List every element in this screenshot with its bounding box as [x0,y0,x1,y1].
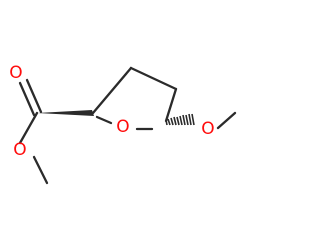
hash-line-8 [185,114,189,126]
oxygen-methoxy-label: O [201,119,214,139]
hash-line-3 [170,117,174,126]
hash-line-2 [167,118,171,126]
hash-line-6 [179,115,183,126]
methoxy-o-to-methyl [216,111,237,130]
methyl-ester-bond [32,155,49,185]
ring-bond-c2-o [95,115,113,125]
molecule-diagram: O O O O [0,0,250,250]
ester-group [18,78,94,185]
oxygen-ring-label: O [116,117,129,137]
carbonyl-double-bond-b [18,81,36,117]
hash-line-1 [165,119,168,126]
hash-line-4 [173,116,177,126]
hash-line-10 [191,113,195,126]
ester-single-bond [18,111,39,145]
hash-line-5 [176,116,180,126]
methoxy-group [216,111,237,130]
ring-bond-c2-c3 [91,66,133,115]
hash-line-9 [188,113,192,126]
hash-line-7 [182,114,186,126]
background [0,0,250,250]
ring-bond-c4-c5 [164,87,178,123]
oxygen-carbonyl-label: O [9,63,22,83]
wedge-bond [37,110,94,116]
tetrahydrofuran-ring [91,66,178,131]
hashed-wedge-bond [165,113,195,126]
ring-bond-c3-c4 [129,66,178,91]
carbonyl-double-bond-a [25,78,43,114]
oxygen-ester-label: O [13,140,26,160]
